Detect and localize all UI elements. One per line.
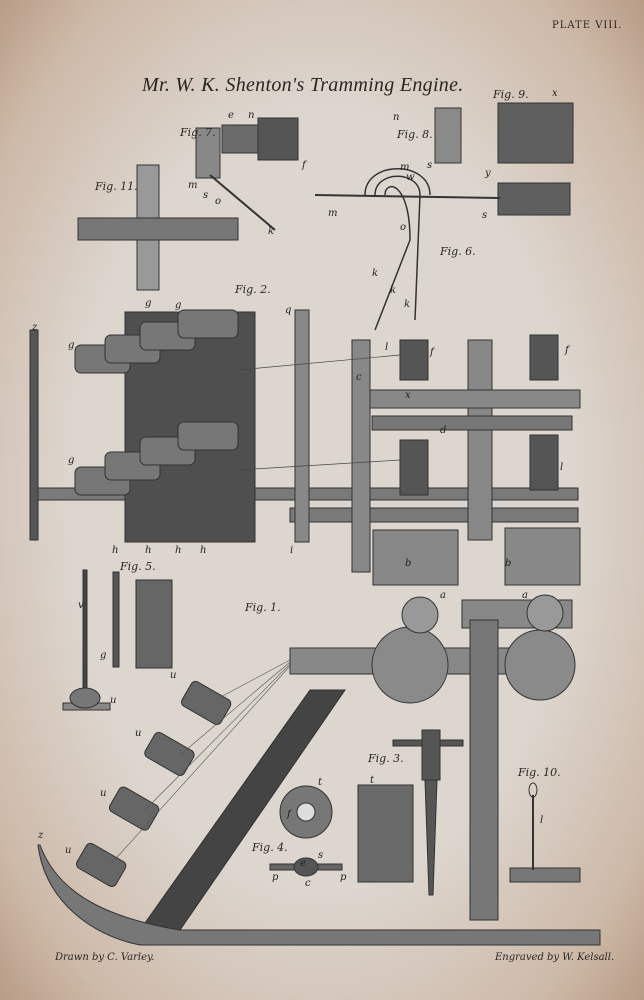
reference-letter: u bbox=[135, 728, 142, 739]
reference-letter: d bbox=[440, 425, 447, 436]
reference-letter: g bbox=[175, 300, 182, 311]
reference-letter: f bbox=[430, 347, 434, 358]
fig6-block bbox=[497, 182, 571, 216]
fig-3-label: Fig. 3. bbox=[368, 752, 404, 765]
reference-letter: e bbox=[228, 110, 234, 121]
fig1-base bbox=[37, 844, 601, 946]
fig-5-label: Fig. 5. bbox=[120, 560, 156, 573]
reference-letter: o bbox=[215, 196, 222, 207]
reference-letter: b bbox=[405, 558, 412, 569]
fig-11-label: Fig. 11. bbox=[95, 180, 138, 193]
fig-2-label: Fig. 2. bbox=[235, 283, 271, 296]
fig8-block bbox=[434, 107, 462, 164]
reference-letter: k bbox=[268, 226, 275, 237]
reference-letter: y bbox=[485, 168, 491, 179]
reference-letter: z bbox=[32, 322, 38, 333]
reference-letter: g bbox=[68, 340, 75, 351]
reference-letter: g bbox=[68, 455, 75, 466]
reference-letter: s bbox=[482, 210, 488, 221]
reference-letter: u bbox=[110, 695, 117, 706]
reference-letter: a bbox=[522, 590, 528, 601]
fig-9-label: Fig. 9. bbox=[493, 88, 529, 101]
reference-letter: c bbox=[305, 878, 311, 889]
reference-letter: x bbox=[552, 88, 558, 99]
reference-letter: p bbox=[272, 872, 279, 883]
reference-letter: s bbox=[318, 850, 324, 861]
reference-letter: h bbox=[200, 545, 207, 556]
drawn-by-credit: Drawn by C. Varley. bbox=[55, 952, 155, 963]
fig-7-label: Fig. 7. bbox=[180, 126, 216, 139]
plate-label: PLATE VIII. bbox=[552, 20, 623, 31]
reference-letter: l bbox=[385, 342, 389, 353]
fig9-block bbox=[497, 102, 574, 164]
reference-letter: c bbox=[356, 372, 362, 383]
fig-4-label: Fig. 4. bbox=[252, 841, 288, 854]
reference-letter: x bbox=[405, 390, 411, 401]
fig7-spool bbox=[257, 117, 299, 161]
reference-letter: t bbox=[318, 777, 323, 788]
reference-letter: m bbox=[400, 162, 410, 173]
fig7-bracket bbox=[195, 127, 221, 179]
reference-letter: s bbox=[427, 160, 433, 171]
reference-letter: q bbox=[285, 305, 292, 316]
reference-letter: v bbox=[78, 600, 84, 611]
reference-letter: f bbox=[565, 345, 569, 356]
reference-letter: z bbox=[38, 830, 44, 841]
reference-letter: k bbox=[390, 285, 397, 296]
reference-letter: f bbox=[287, 809, 291, 820]
reference-letter: m bbox=[188, 180, 198, 191]
fig-8-label: Fig. 8. bbox=[397, 128, 433, 141]
reference-letter: n bbox=[393, 112, 400, 123]
reference-letter: w bbox=[406, 172, 415, 183]
reference-letter: e bbox=[300, 858, 306, 869]
fig6-hooks bbox=[364, 168, 431, 331]
engraved-by-credit: Engraved by W. Kelsall. bbox=[495, 952, 615, 963]
reference-letter: b bbox=[505, 558, 512, 569]
reference-letter: s bbox=[203, 190, 209, 201]
fig-1-label: Fig. 1. bbox=[245, 601, 281, 614]
plate-title: Mr. W. K. Shenton's Tramming Engine. bbox=[142, 74, 464, 96]
reference-letter: f bbox=[302, 160, 306, 171]
reference-letter: h bbox=[175, 545, 182, 556]
reference-letter: k bbox=[372, 268, 379, 279]
reference-letter: u bbox=[170, 670, 177, 681]
reference-letter: t bbox=[370, 775, 375, 786]
reference-letter: u bbox=[100, 788, 107, 799]
reference-letter: h bbox=[145, 545, 152, 556]
fig7-wire bbox=[209, 174, 276, 231]
reference-letter: l bbox=[560, 462, 564, 473]
fig-6-label: Fig. 6. bbox=[440, 245, 476, 258]
reference-letter: o bbox=[400, 222, 407, 233]
reference-letter: h bbox=[112, 545, 119, 556]
fig-10-label: Fig. 10. bbox=[518, 766, 561, 779]
reference-letter: g bbox=[145, 298, 152, 309]
reference-letter: p bbox=[340, 872, 347, 883]
reference-letter: l bbox=[540, 815, 544, 826]
reference-letter: m bbox=[328, 208, 338, 219]
fig11-bar bbox=[77, 217, 239, 241]
reference-letter: a bbox=[440, 590, 446, 601]
reference-letter: g bbox=[100, 650, 107, 661]
fig7-block bbox=[221, 124, 263, 154]
reference-letter: i bbox=[290, 545, 294, 556]
reference-letter: u bbox=[65, 845, 72, 856]
reference-letter: n bbox=[248, 110, 255, 121]
reference-letter: k bbox=[404, 299, 411, 310]
